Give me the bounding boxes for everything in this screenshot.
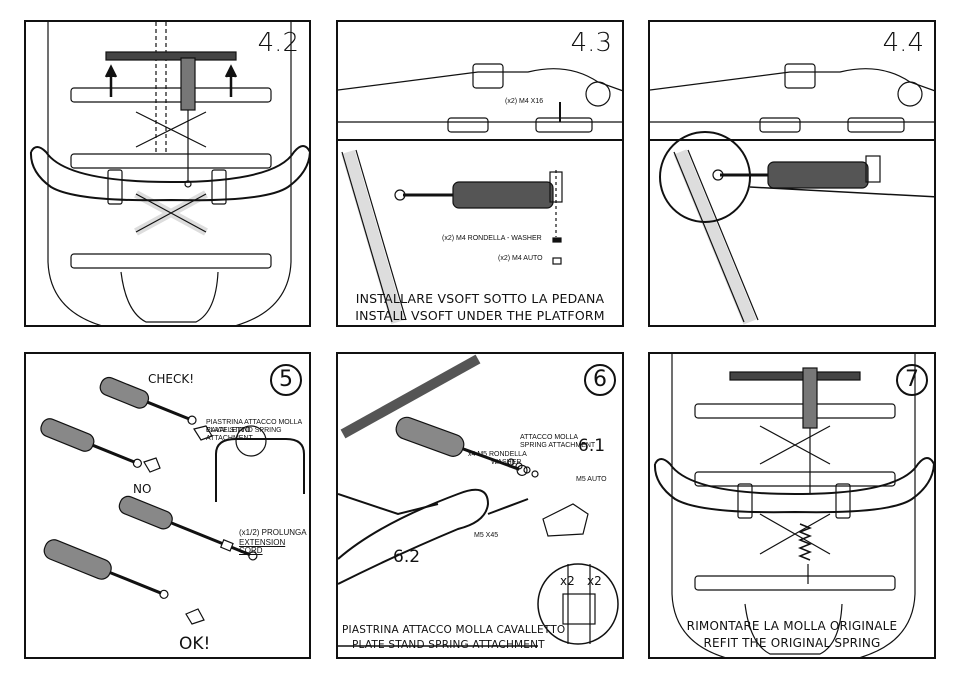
caption-italian: RIMONTARE LA MOLLA ORIGINALE bbox=[686, 619, 898, 633]
installed-damper-illustration bbox=[650, 63, 934, 325]
extension-label-english: EXTENSION CORD bbox=[239, 538, 286, 555]
refit-spring-illustration bbox=[653, 354, 934, 657]
step-number-circle: 6 bbox=[584, 364, 616, 396]
washer-label: x4 M5 RONDELLA bbox=[468, 451, 527, 458]
nut-label: (x2) M4 AUTO bbox=[498, 255, 543, 262]
step-number: 4.2 bbox=[257, 28, 299, 58]
check-label: CHECK! bbox=[148, 372, 195, 386]
extension-label-italian: (x1/2) PROLUNGA bbox=[239, 528, 307, 537]
caption-english: INSTALL VSOFT UNDER THE PLATFORM bbox=[355, 308, 605, 323]
spring-attachment-label-italian: ATTACCO MOLLA bbox=[520, 434, 579, 441]
caption-italian: PIASTRINA ATTACCO MOLLA CAVALLETTO bbox=[342, 624, 566, 636]
panel-step-6: 6 ATTACCO MOLLA SPRING ATTACHMENT 6.1 x4… bbox=[336, 352, 624, 659]
step-number-circle: 5 bbox=[270, 364, 302, 396]
panel-step-5: 5 CHECK! PIASTRINA ATTACCO MOLLA CAVALLE… bbox=[24, 352, 311, 659]
quantity-right: x2 bbox=[587, 574, 602, 588]
step-number: 4.4 bbox=[882, 28, 924, 58]
panel-step-4-3: 4.3 (x2) M4 X16 (x2) M4 RONDELLA - WASHE… bbox=[336, 20, 624, 327]
plate-label-english: PLATE STAND SPRING ATTACHMENT bbox=[206, 427, 282, 442]
panel-step-4-2: 4.2 bbox=[24, 20, 311, 327]
quantity-left: x2 bbox=[560, 574, 575, 588]
spring-plate-attachment-illustration bbox=[338, 354, 619, 647]
caption-english: REFIT THE ORIGINAL SPRING bbox=[703, 636, 881, 650]
panel-step-7: 7 RIMONTARE LA MOLLA ORIGINALE REFIT THE… bbox=[648, 352, 936, 659]
washer-label-english: WASHER bbox=[491, 459, 522, 466]
screw-label: (x2) M4 X16 bbox=[505, 98, 544, 105]
substep-6-2: 6.2 bbox=[393, 547, 421, 567]
substep-6-1: 6.1 bbox=[578, 436, 606, 456]
panel-step-4-4: 4.4 bbox=[648, 20, 936, 327]
nut-label: M5 AUTO bbox=[576, 476, 607, 483]
washer-label: (x2) M4 RONDELLA - WASHER bbox=[442, 235, 542, 242]
plate-label-italian: PIASTRINA ATTACCO MOLLA CAVALLETTO bbox=[206, 419, 302, 434]
caption-italian: INSTALLARE VSOFT SOTTO LA PEDANA bbox=[355, 291, 605, 306]
ok-label: OK! bbox=[179, 634, 211, 654]
no-label: NO bbox=[133, 482, 152, 496]
damper-orientation-illustration bbox=[40, 376, 305, 625]
step-number: 4.3 bbox=[570, 28, 612, 58]
under-platform-install-illustration bbox=[338, 63, 622, 324]
bolt-label: M5 X45 bbox=[474, 532, 499, 539]
platform-top-view-illustration bbox=[29, 22, 309, 325]
caption-english: PLATE STAND SPRING ATTACHMENT bbox=[352, 639, 545, 651]
step-number-circle: 7 bbox=[896, 364, 928, 396]
spring-attachment-label-english: SPRING ATTACHMENT bbox=[520, 442, 596, 449]
